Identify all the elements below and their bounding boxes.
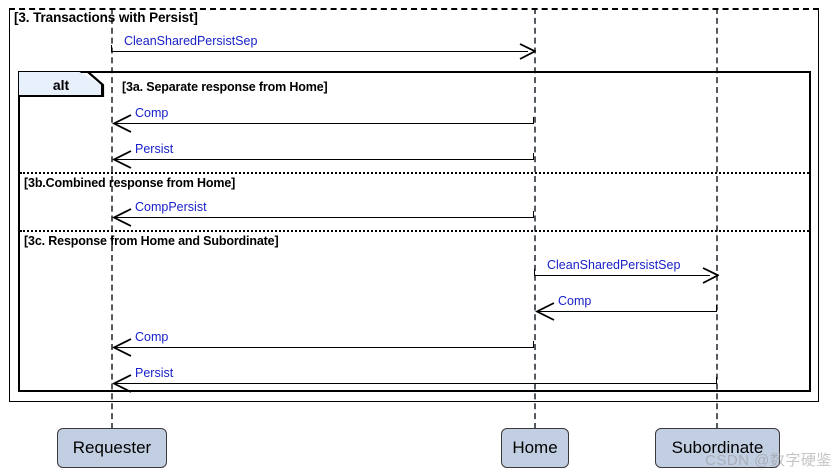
message-tail-m5 [534, 269, 535, 276]
lifeline-requester [111, 8, 113, 429]
message-tail-m6 [716, 305, 717, 312]
alt-fragment-frame [18, 71, 811, 392]
message-line-m4 [116, 217, 534, 218]
frame-top-dashed-border [9, 8, 819, 10]
message-label-m8: Persist [135, 366, 174, 380]
message-tail-m7 [533, 341, 534, 348]
message-label-m5: CleanSharedPersistSep [547, 258, 681, 272]
message-label-m4: CompPersist [135, 200, 207, 214]
message-label-m6: Comp [558, 294, 592, 308]
lifeline-home [534, 8, 536, 429]
lifeline-box-home[interactable]: Home [501, 428, 569, 468]
message-line-m7 [116, 347, 534, 348]
message-line-m6 [539, 311, 717, 312]
alt-divider-3b [20, 172, 809, 174]
message-tail-m8 [716, 377, 717, 384]
outer-fragment-frame [9, 9, 819, 402]
guard-label-3c: [3c. Response from Home and Subordinate] [24, 234, 279, 248]
message-label-m2: Comp [135, 106, 169, 120]
message-tail-m2 [533, 117, 534, 124]
lifeline-box-subordinate[interactable]: Subordinate [655, 428, 780, 468]
message-line-m1 [112, 51, 528, 52]
message-label-m3: Persist [135, 142, 174, 156]
alt-fragment-tag-label: alt [52, 76, 70, 93]
frame-title: [3. Transactions with Persist] [14, 10, 198, 25]
alt-divider-3c [20, 230, 809, 232]
message-line-m5 [535, 275, 710, 276]
message-line-m2 [116, 123, 534, 124]
message-label-m1: CleanSharedPersistSep [124, 34, 258, 48]
message-tail-m1 [111, 45, 112, 52]
message-tail-m3 [533, 153, 534, 160]
lifeline-subordinate [716, 8, 718, 429]
message-line-m8 [116, 383, 717, 384]
message-label-m7: Comp [135, 330, 169, 344]
message-line-m3 [116, 159, 534, 160]
guard-label-3b: [3b.Combined response from Home] [24, 176, 236, 190]
guard-label-3a: [3a. Separate response from Home] [122, 80, 328, 94]
message-tail-m4 [533, 211, 534, 218]
lifeline-box-requester[interactable]: Requester [57, 428, 167, 468]
alt-tag-angled-edge [75, 71, 105, 98]
